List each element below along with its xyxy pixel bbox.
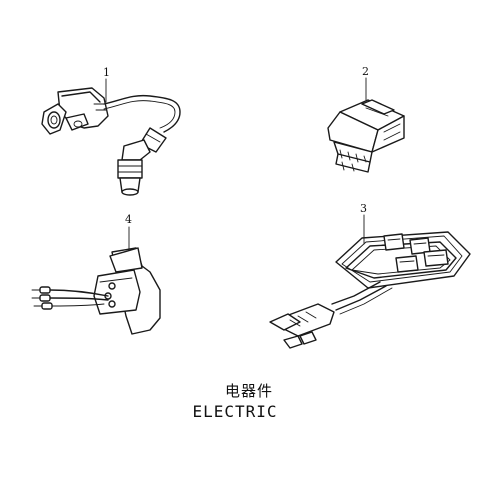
part-4-voltage-regulator[interactable]: 4 — [31, 213, 161, 335]
part-3-wire-harness[interactable]: 3 — [269, 202, 471, 349]
part-3-number: 3 — [360, 202, 367, 215]
part-2-number: 2 — [362, 65, 369, 78]
diagram-title-chinese: 电器件 — [224, 382, 273, 400]
part-1-number: 1 — [103, 66, 110, 79]
part-4-number: 4 — [125, 213, 132, 226]
part-1-ignition-coil[interactable]: 1 — [41, 66, 181, 196]
diagram-title-english: ELECTRIC — [192, 402, 278, 421]
part-2-starter-relay[interactable]: 2 — [327, 65, 405, 173]
